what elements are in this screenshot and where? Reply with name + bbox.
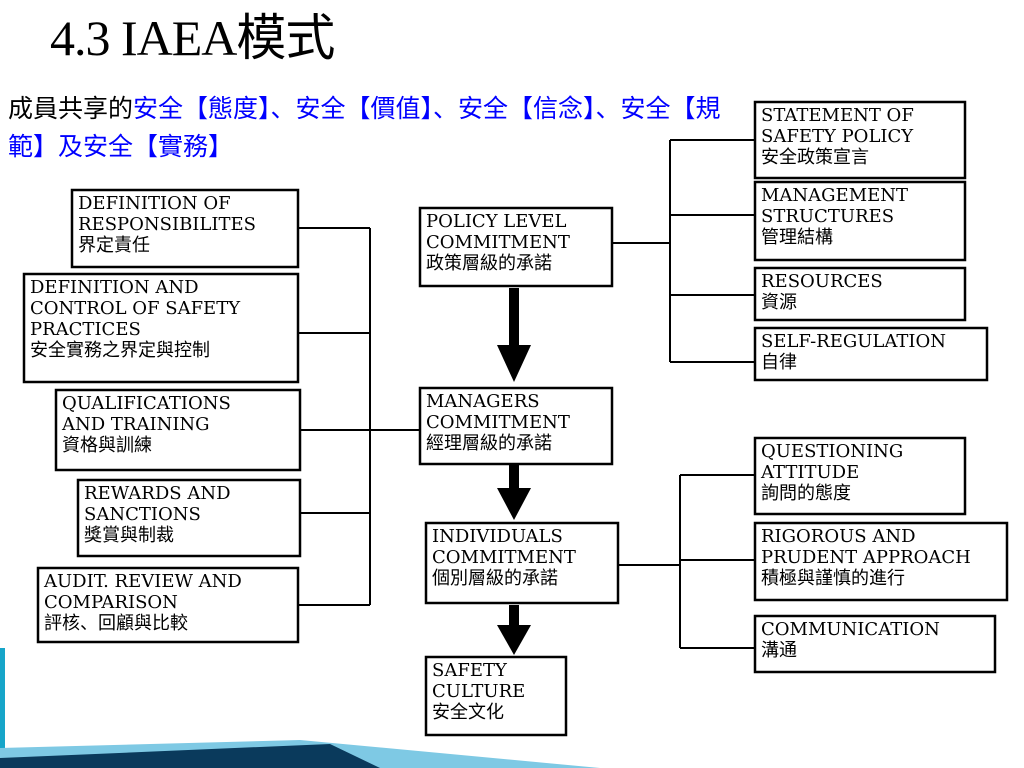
center-box-frame xyxy=(424,521,620,605)
center-box-line: COMMITMENT xyxy=(432,547,576,568)
left-box-frame xyxy=(54,388,302,472)
subtitle: 成員共享的安全【態度】、安全【價值】、安全【信念】、安全【規範】及安全【實務】 xyxy=(8,90,748,166)
center-box-line: 政策層級的承諾 xyxy=(426,253,552,274)
right-top-box-line: MANAGEMENT xyxy=(761,185,908,206)
diagram-boxes: POLICY LEVELCOMMITMENT政策層級的承諾MANAGERSCOM… xyxy=(22,100,1009,737)
left-box-line: COMPARISON xyxy=(44,592,178,613)
right-bottom-box-frame xyxy=(753,436,967,516)
center-box-line: 安全文化 xyxy=(432,702,504,723)
subtitle-prefix: 成員共享的 xyxy=(8,94,134,123)
left-box-frame xyxy=(70,188,300,269)
slide-title: 4.3 IAEA模式 xyxy=(50,10,335,66)
right-bottom-box-line: RIGOROUS AND xyxy=(761,526,916,547)
right-top-box-line: 資源 xyxy=(761,292,797,313)
right-top-box-frame xyxy=(753,266,967,322)
right-bottom-box-line: QUESTIONING xyxy=(761,441,903,462)
left-box-line: REWARDS AND xyxy=(84,483,231,504)
center-box-line: 經理層級的承諾 xyxy=(426,433,552,454)
down-arrow xyxy=(497,605,531,655)
center-box-line: INDIVIDUALS xyxy=(432,526,563,547)
left-box-frame xyxy=(36,566,300,644)
left-box-line: 評核、回顧與比較 xyxy=(44,613,188,634)
center-box-frame xyxy=(424,655,568,737)
left-box-line: RESPONSIBILITES xyxy=(78,214,256,235)
left-box-line: 獎賞與制裁 xyxy=(84,525,174,546)
right-top-box-line: RESOURCES xyxy=(761,271,883,292)
center-box-frame xyxy=(418,386,614,466)
subtitle-highlight: 安全【態度】、安全【價值】、安全【信念】、安全【規範】及安全【實務】 xyxy=(8,94,721,161)
bottom-swoosh xyxy=(0,744,380,768)
right-top-box-line: 自律 xyxy=(761,352,797,373)
right-top-box-line: STRUCTURES xyxy=(761,206,894,227)
down-arrow xyxy=(497,465,531,520)
center-box-frame xyxy=(418,206,614,288)
left-box-line: 資格與訓練 xyxy=(62,435,152,456)
right-bottom-box-line: 詢問的態度 xyxy=(761,483,851,504)
center-box-line: CULTURE xyxy=(432,681,525,702)
right-bottom-box-frame xyxy=(753,521,1009,602)
right-top-box-line: STATEMENT OF xyxy=(761,105,914,126)
left-box-line: AUDIT. REVIEW AND xyxy=(43,571,242,592)
right-bottom-box-line: 溝通 xyxy=(761,640,797,661)
left-box-frame xyxy=(76,478,302,558)
left-box-line: PRACTICES xyxy=(30,319,141,340)
right-top-box-line: SAFETY POLICY xyxy=(761,126,914,147)
left-box-line: CONTROL OF SAFETY xyxy=(30,298,241,319)
right-bottom-box-line: COMMUNICATION xyxy=(761,619,940,640)
left-box-line: SANCTIONS xyxy=(84,504,201,525)
down-arrow xyxy=(497,288,531,382)
right-top-box-frame xyxy=(753,180,967,262)
center-box-line: COMMITMENT xyxy=(426,412,570,433)
left-box-line: QUALIFICATIONS xyxy=(62,393,231,414)
right-top-connectors xyxy=(612,139,755,363)
left-accent-bar xyxy=(0,648,5,768)
right-top-box-frame xyxy=(753,326,989,382)
left-box-line: DEFINITION AND xyxy=(30,277,199,298)
left-box-line: AND TRAINING xyxy=(61,414,210,435)
left-box-line: 界定責任 xyxy=(78,235,150,256)
left-box-line: 安全實務之界定與控制 xyxy=(30,340,210,361)
right-bottom-box-line: ATTITUDE xyxy=(760,462,859,483)
right-bottom-box-frame xyxy=(753,614,997,674)
right-top-box-line: 管理結構 xyxy=(761,227,833,248)
right-bottom-box-line: PRUDENT APPROACH xyxy=(761,547,971,568)
right-bottom-connectors xyxy=(618,474,755,649)
center-box-line: SAFETY xyxy=(432,660,508,681)
center-box-line: COMMITMENT xyxy=(426,232,570,253)
left-box-line: DEFINITION OF xyxy=(78,193,231,214)
center-box-line: 個別層級的承諾 xyxy=(432,568,558,589)
right-top-box-line: SELF-REGULATION xyxy=(761,331,946,352)
center-box-line: MANAGERS xyxy=(426,391,540,412)
center-box-line: POLICY LEVEL xyxy=(426,211,567,232)
right-top-box-frame xyxy=(753,100,967,180)
right-top-box-line: 安全政策宣言 xyxy=(761,147,869,168)
right-bottom-box-line: 積極與謹慎的進行 xyxy=(761,568,905,589)
left-connectors xyxy=(298,227,420,606)
left-box-frame xyxy=(22,272,300,384)
